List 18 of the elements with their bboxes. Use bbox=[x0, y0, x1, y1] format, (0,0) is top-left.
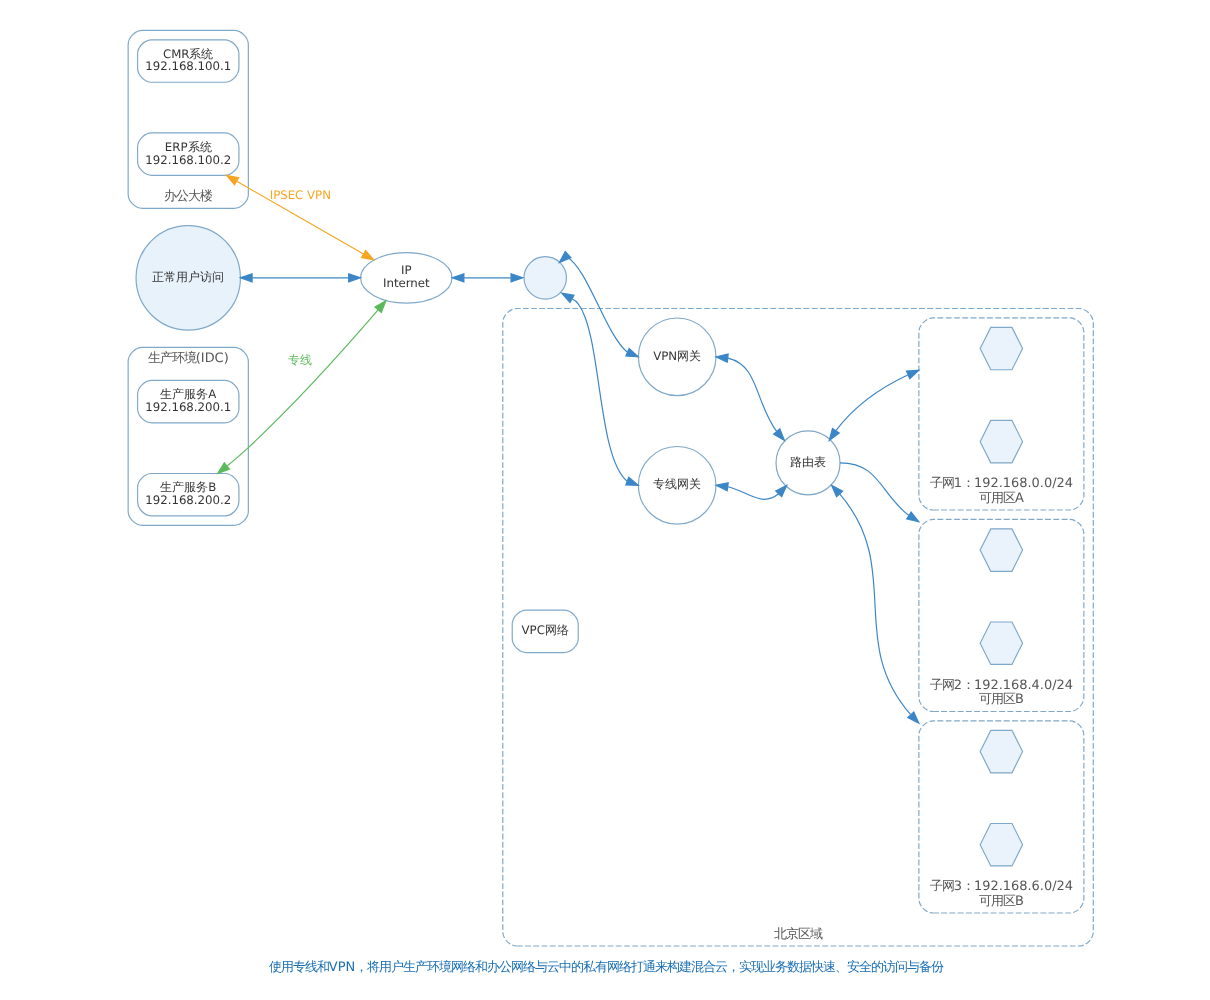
arrow bbox=[827, 369, 920, 442]
arrow bbox=[557, 250, 639, 358]
node-hexagon bbox=[978, 822, 1023, 867]
node-hexagon bbox=[978, 419, 1023, 464]
arrow bbox=[237, 272, 362, 283]
arrow bbox=[713, 353, 785, 442]
arrow bbox=[713, 481, 788, 500]
node-hexagon bbox=[978, 326, 1023, 371]
node-circle bbox=[522, 256, 566, 300]
arrow bbox=[559, 292, 639, 486]
arrow bbox=[829, 483, 920, 725]
arrow bbox=[838, 462, 920, 523]
node-hexagon bbox=[978, 621, 1023, 665]
arrow bbox=[215, 299, 386, 475]
node-hexagon bbox=[978, 528, 1023, 572]
node-hexagon bbox=[978, 729, 1023, 774]
arrow bbox=[449, 272, 524, 283]
arrow bbox=[223, 174, 375, 261]
